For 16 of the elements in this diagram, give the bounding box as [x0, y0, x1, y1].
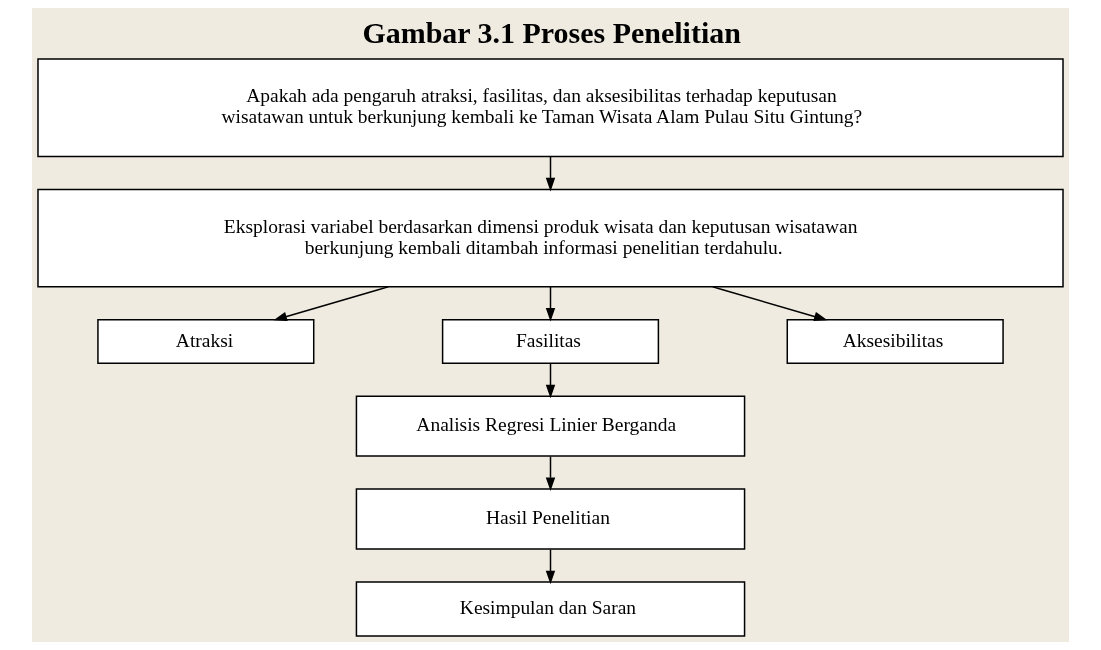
- arrow: [545, 548, 556, 585]
- node-box: Kesimpulan dan Saran: [355, 581, 746, 637]
- arrow: [545, 286, 556, 322]
- arrow: [712, 286, 828, 322]
- node-box: Apakah ada pengaruh atraksi, fasilitas, dan aksesibilitas terhadap keputusan wisatawan untuk berkunjung kembali ke Taman Wisata Alam Pulau Situ Gintung?: [37, 58, 1064, 158]
- node-box: Atraksi: [97, 319, 315, 364]
- node-box: Aksesibilitas: [786, 319, 1004, 364]
- node-box: Analisis Regresi Linier Berganda: [355, 395, 746, 457]
- arrow: [273, 286, 389, 322]
- node-box: Eksplorasi variabel berdasarkan dimensi produk wisata dan keputusan wisatawan berkunjung kembali ditambah informasi penelitian terdahulu.: [37, 188, 1064, 288]
- node-box: Hasil Penelitian: [355, 488, 746, 550]
- node-box: Fasilitas: [441, 319, 660, 364]
- arrow: [545, 362, 556, 399]
- arrow: [545, 455, 556, 491]
- arrow: [545, 155, 556, 192]
- diagram-title: Gambar 3.1 Proses Penelitian: [362, 15, 741, 49]
